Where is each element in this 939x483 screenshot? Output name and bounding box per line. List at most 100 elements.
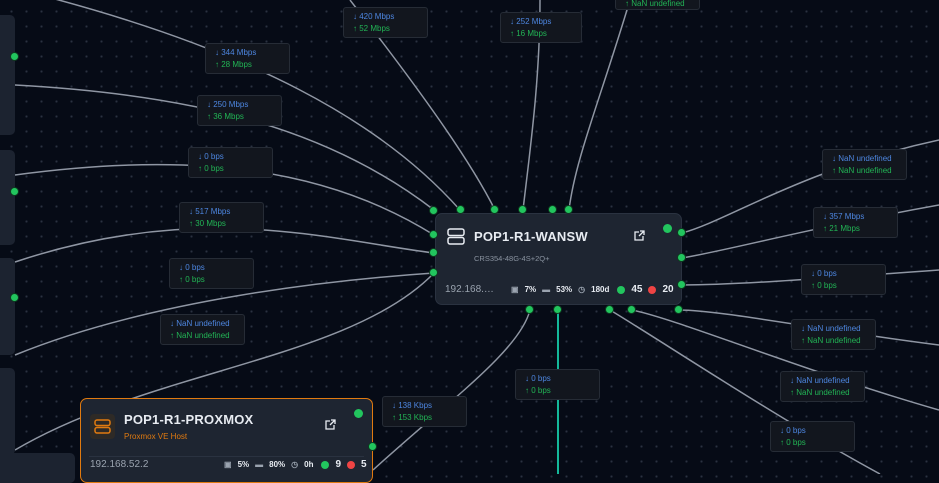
connection-handle[interactable]	[525, 305, 534, 314]
link-label: ↓ NaN undefined ↑ NaN undefined	[791, 319, 876, 350]
connection-handle[interactable]	[429, 230, 438, 239]
connection-handle[interactable]	[429, 268, 438, 277]
download-rate: ↓ 0 bps	[811, 269, 837, 278]
external-link-icon[interactable]	[634, 230, 645, 241]
download-rate: ↓ 250 Mbps	[207, 100, 249, 109]
node-card-bottom-left[interactable]	[0, 453, 75, 483]
memory-icon: ▬	[255, 460, 264, 469]
upload-rate: ↑ 153 Kbps	[392, 413, 433, 422]
memory-usage: 80%	[269, 460, 286, 469]
connection-handle[interactable]	[490, 205, 499, 214]
upload-rate: ↑ NaN undefined	[832, 166, 892, 175]
connection-handle[interactable]	[677, 228, 686, 237]
connection-handle[interactable]	[605, 305, 614, 314]
status-online-icon	[663, 224, 672, 233]
node-type: Proxmox VE Host	[124, 432, 188, 441]
ports-up-icon	[321, 460, 330, 469]
connection-handle[interactable]	[677, 280, 686, 289]
connection-handle[interactable]	[564, 205, 573, 214]
memory-usage: 53%	[556, 285, 573, 294]
node-ip: 192.168.52.2	[90, 459, 149, 470]
node-name: POP1-R1-PROXMOX	[124, 412, 254, 427]
upload-rate: ↑ NaN undefined	[801, 336, 861, 345]
download-rate: ↓ NaN undefined	[170, 319, 230, 328]
connection-handle[interactable]	[627, 305, 636, 314]
link-label: ↓ 0 bps↑ 0 bps	[188, 147, 273, 178]
ports-down-icon	[648, 285, 657, 294]
upload-rate: ↑ 16 Mbps	[510, 29, 547, 38]
upload-rate: ↑ 0 bps	[179, 275, 205, 284]
node-card-left-4[interactable]	[0, 368, 15, 455]
node-model: CRS354-48G-4S+2Q+	[474, 254, 550, 263]
upload-rate: ↑ NaN undefined	[170, 331, 230, 340]
cpu-usage: 7%	[524, 285, 537, 294]
link-label: ↓ 344 Mbps ↑ 28 Mbps	[205, 43, 290, 74]
uptime: 180d	[591, 285, 610, 294]
link-label: ↓ 0 bps ↑ 0 bps	[770, 421, 855, 452]
ports-up-icon	[617, 285, 626, 294]
cpu-icon: ▣	[224, 460, 232, 469]
clock-icon: ◷	[291, 460, 299, 469]
server-icon	[94, 419, 111, 434]
link-label: ↓ 138 Kbps ↑ 153 Kbps	[382, 396, 467, 427]
node-card-wansw[interactable]: POP1-R1-WANSW CRS354-48G-4S+2Q+ 192.168.…	[435, 213, 682, 305]
status-dot	[10, 187, 19, 196]
download-rate: ↓ 344 Mbps	[215, 48, 257, 57]
download-rate: ↓ 517 Mbps	[189, 207, 231, 216]
link-label: ↓ 0 bps ↑ 0 bps	[515, 369, 600, 400]
download-rate: ↓ NaN undefined	[790, 376, 850, 385]
link-label: ↓ NaN undefined ↑ NaN undefined	[160, 314, 245, 345]
node-name: POP1-R1-WANSW	[474, 229, 588, 244]
cpu-icon: ▣	[511, 285, 519, 294]
link-label: ↓ 0 bps ↑ 0 bps	[169, 258, 254, 289]
connection-handle[interactable]	[518, 205, 527, 214]
link-label: ↓ NaN undefined ↑ NaN undefined	[780, 371, 865, 402]
ports-up-count: 9	[335, 459, 342, 470]
link-label: ↓ 0 bps ↑ 0 bps	[801, 264, 886, 295]
download-rate: ↓ 0 bps	[780, 426, 806, 435]
upload-rate: ↑ 0 bps	[811, 281, 837, 290]
connection-handle[interactable]	[368, 442, 377, 451]
ports-down-count: 20	[662, 284, 674, 295]
memory-icon: ▬	[542, 285, 551, 294]
download-rate: ↓ 138 Kbps	[392, 401, 433, 410]
node-card-proxmox[interactable]: POP1-R1-PROXMOX Proxmox VE Host 192.168.…	[80, 398, 373, 483]
connection-handle[interactable]	[429, 248, 438, 257]
upload-rate: ↑ NaN undefined	[790, 388, 850, 397]
connection-handle[interactable]	[429, 206, 438, 215]
ports-up-count: 45	[631, 284, 643, 295]
download-rate: ↓ 252 Mbps	[510, 17, 552, 26]
ports-down-icon	[347, 460, 356, 469]
connection-handle[interactable]	[674, 305, 683, 314]
node-card-left-3[interactable]	[0, 258, 15, 355]
connection-handle[interactable]	[553, 305, 562, 314]
upload-rate: ↑ 21 Mbps	[823, 224, 860, 233]
link-label: ↑ NaN undefined	[615, 0, 700, 10]
divider	[89, 456, 364, 457]
node-card-left-2[interactable]	[0, 150, 15, 245]
upload-rate: ↑ NaN undefined	[625, 0, 685, 8]
link-label: ↓ 420 Mbps ↑ 52 Mbps	[343, 7, 428, 38]
download-rate: ↓ NaN undefined	[832, 154, 892, 163]
connection-handle[interactable]	[548, 205, 557, 214]
clock-icon: ◷	[578, 285, 586, 294]
upload-rate: ↑ 28 Mbps	[215, 60, 252, 69]
upload-rate: ↑ 52 Mbps	[353, 24, 390, 33]
status-dot	[10, 293, 19, 302]
link-label: ↓ NaN undefined ↑ NaN undefined	[822, 149, 907, 180]
uptime: 0h	[304, 460, 314, 469]
external-link-icon[interactable]	[325, 419, 336, 430]
link-label: ↓ 357 Mbps↑ 21 Mbps	[813, 207, 898, 238]
upload-rate: ↑ 0 bps	[525, 386, 551, 395]
server-icon-box	[90, 414, 115, 439]
connection-handle[interactable]	[456, 205, 465, 214]
download-rate: ↓ 0 bps	[525, 374, 551, 383]
download-rate: ↓ NaN undefined	[801, 324, 861, 333]
connection-handle[interactable]	[677, 253, 686, 262]
node-card-left-1[interactable]	[0, 15, 15, 135]
upload-rate: ↑ 0 bps	[198, 164, 224, 173]
download-rate: ↓ 0 bps	[179, 263, 205, 272]
download-rate: ↓ 420 Mbps	[353, 12, 395, 21]
link-label: ↓ 250 Mbps↑ 36 Mbps	[197, 95, 282, 126]
upload-rate: ↑ 0 bps	[780, 438, 806, 447]
